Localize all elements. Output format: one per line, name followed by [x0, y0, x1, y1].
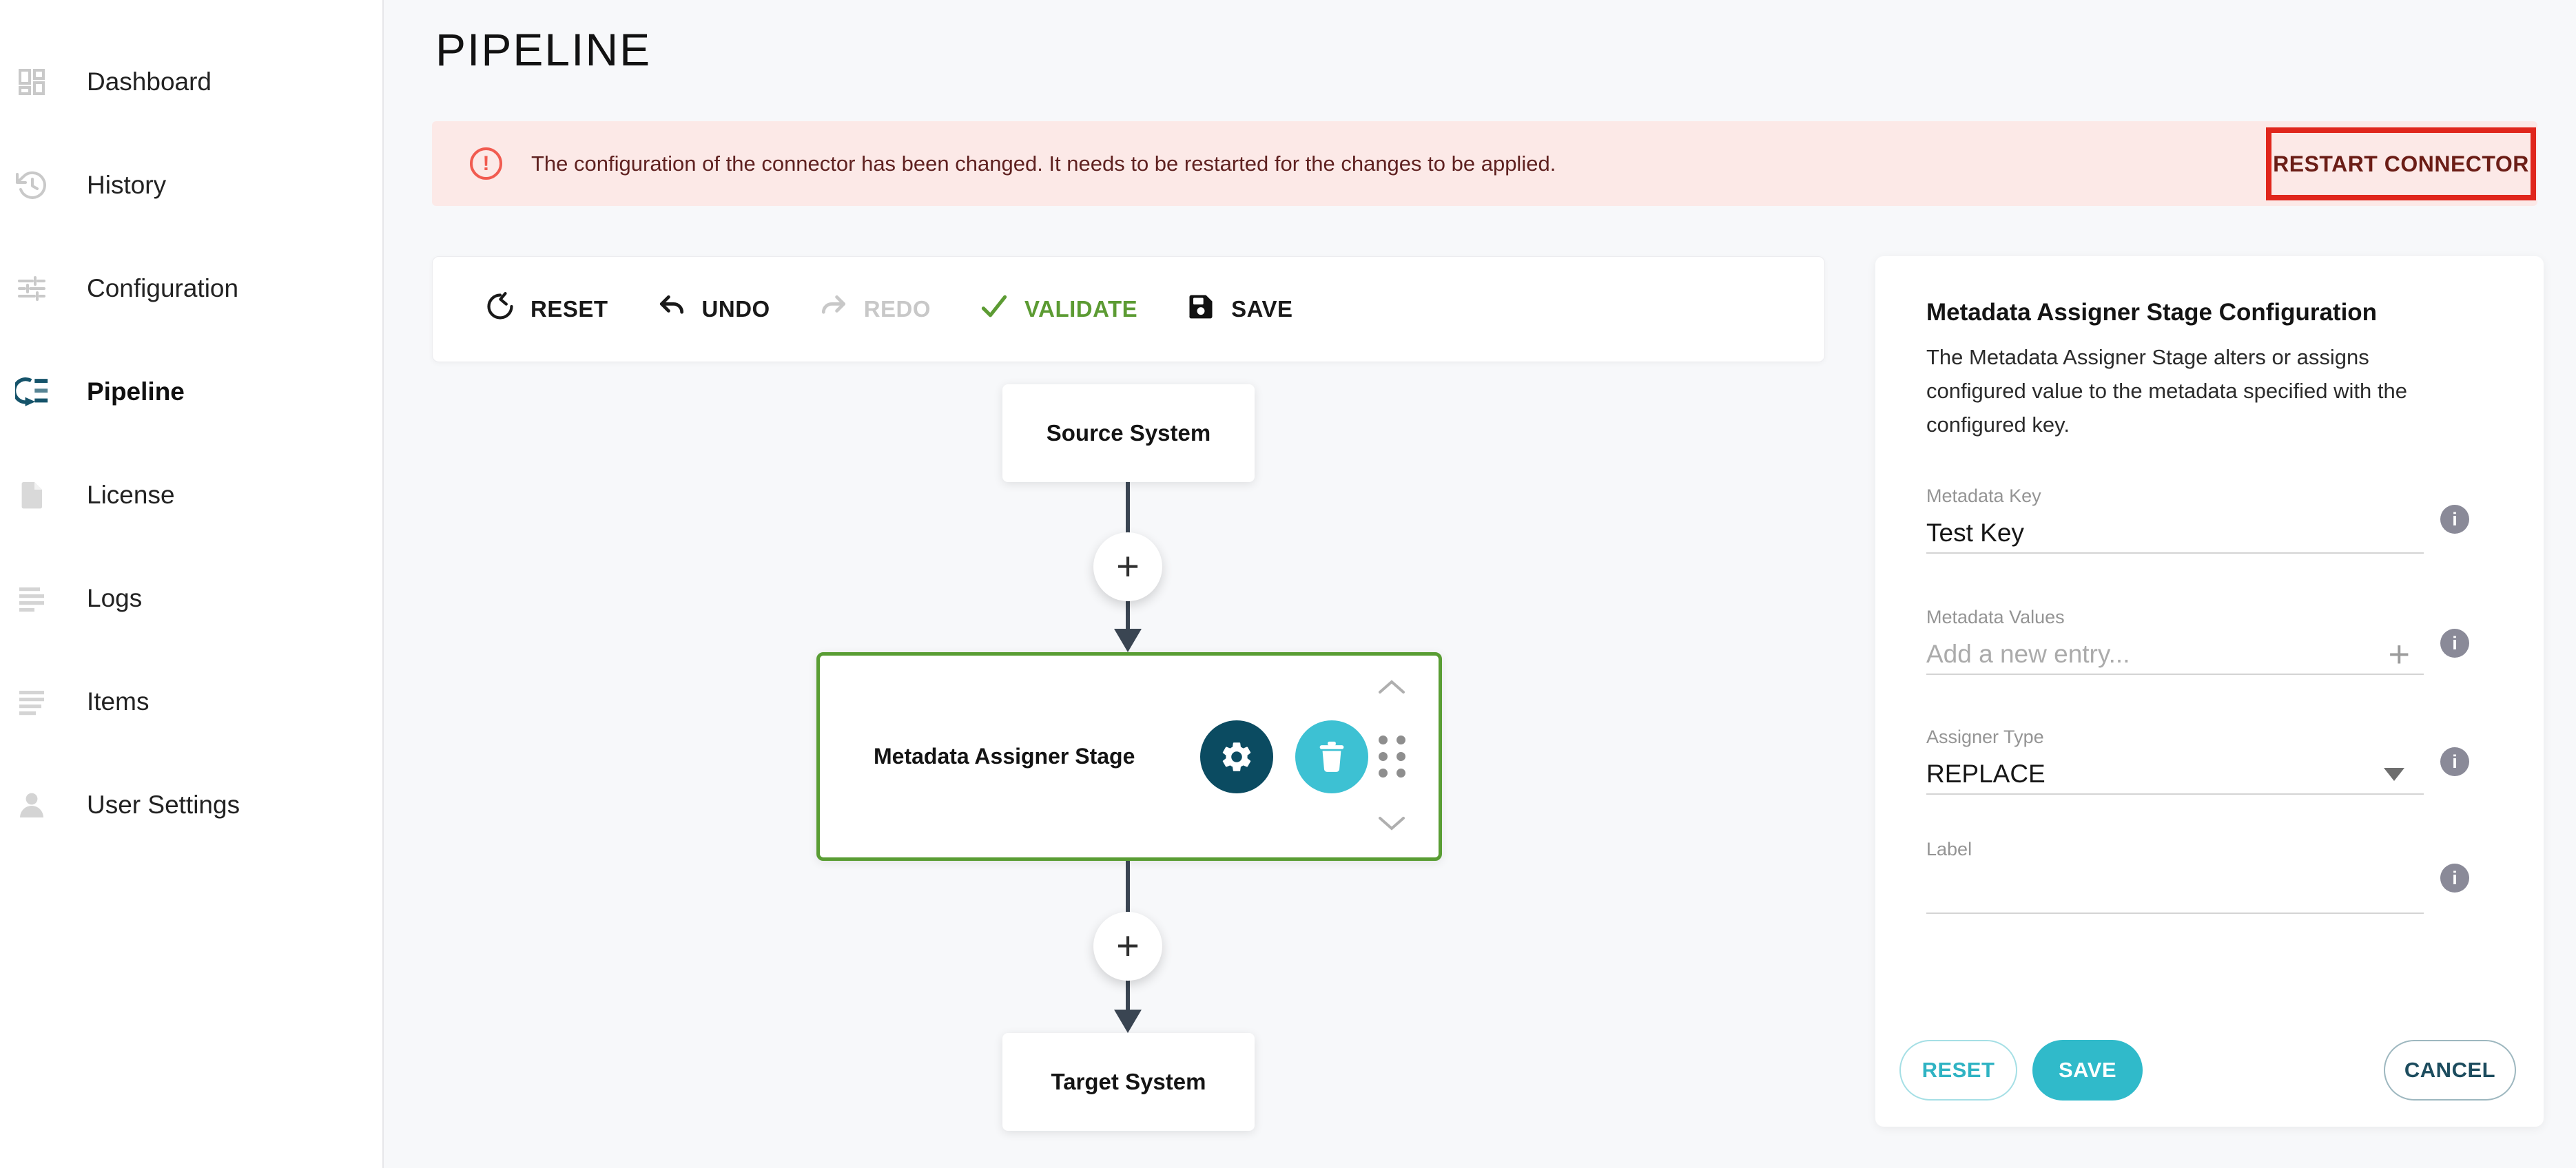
stage-delete-button[interactable]	[1295, 720, 1369, 793]
sidebar-item-label: Items	[87, 687, 150, 716]
sidebar-item-items[interactable]: Items	[0, 650, 382, 753]
source-system-node[interactable]: Source System	[1002, 384, 1255, 482]
sidebar-item-label: Dashboard	[87, 67, 212, 96]
metadata-values-label: Metadata Values	[1926, 607, 2065, 627]
reset-button[interactable]: RESET	[485, 291, 608, 327]
metadata-values-input[interactable]	[1926, 640, 2340, 669]
panel-save-button[interactable]: SAVE	[2032, 1040, 2143, 1101]
stage-config-panel: Metadata Assigner Stage Configuration Th…	[1875, 256, 2544, 1127]
undo-icon	[657, 291, 687, 327]
assigner-type-label: Assigner Type	[1926, 727, 2044, 747]
stage-reorder-controls	[1376, 678, 1408, 836]
sidebar-item-label: Configuration	[87, 274, 239, 302]
warning-banner: ! The configuration of the connector has…	[432, 121, 2537, 206]
sidebar-item-dashboard[interactable]: Dashboard	[0, 30, 382, 134]
sidebar-item-logs[interactable]: Logs	[0, 547, 382, 650]
gear-icon	[1223, 742, 1251, 771]
trash-icon	[1320, 741, 1344, 772]
plus-icon: +	[1116, 544, 1140, 589]
sidebar-item-label: Logs	[87, 584, 143, 612]
check-icon	[979, 291, 1009, 327]
sidebar-item-history[interactable]: History	[0, 134, 382, 237]
alert-circle-icon: !	[470, 147, 502, 180]
plus-icon: +	[1116, 924, 1140, 968]
label-field-label: Label	[1926, 839, 1972, 859]
label-input[interactable]	[1926, 875, 2340, 904]
add-stage-button-top[interactable]: +	[1093, 532, 1162, 601]
sidebar-item-label: User Settings	[87, 791, 240, 819]
chevron-down-icon[interactable]	[1376, 815, 1408, 836]
pipeline-toolbar: RESET UNDO REDO VALIDATE	[432, 256, 1825, 362]
validate-button[interactable]: VALIDATE	[979, 291, 1137, 327]
sidebar-item-label: Pipeline	[87, 377, 185, 406]
metadata-assigner-stage-node[interactable]: Metadata Assigner Stage	[816, 652, 1442, 861]
info-icon[interactable]: i	[2440, 864, 2469, 893]
redo-icon	[818, 291, 849, 327]
pipeline-icon	[15, 375, 48, 408]
redo-button[interactable]: REDO	[818, 291, 931, 327]
panel-description: The Metadata Assigner Stage alters or as…	[1926, 345, 2407, 437]
sidebar-item-label: History	[87, 171, 167, 199]
stage-settings-button[interactable]	[1200, 720, 1274, 793]
arrowhead-icon	[1114, 629, 1142, 652]
sidebar-item-license[interactable]: License	[0, 444, 382, 547]
dashboard-icon	[15, 65, 48, 98]
banner-message: The configuration of the connector has b…	[531, 151, 1556, 176]
info-icon[interactable]: i	[2440, 747, 2469, 776]
metadata-key-input[interactable]	[1926, 519, 2340, 548]
reset-icon	[485, 291, 515, 327]
info-icon[interactable]: i	[2440, 629, 2469, 658]
metadata-key-field: Metadata Key i	[1926, 486, 2469, 554]
panel-cancel-button[interactable]: CANCEL	[2384, 1040, 2516, 1101]
drag-handle[interactable]	[1378, 736, 1405, 778]
assigner-type-value: REPLACE	[1926, 760, 2046, 788]
user-icon	[15, 789, 48, 822]
target-system-node[interactable]: Target System	[1002, 1033, 1255, 1131]
chevron-up-icon[interactable]	[1376, 678, 1408, 699]
logs-icon	[15, 582, 48, 615]
sidebar-item-pipeline[interactable]: Pipeline	[0, 340, 382, 444]
arrowhead-icon	[1114, 1010, 1142, 1033]
undo-button[interactable]: UNDO	[657, 291, 770, 327]
sidebar: Dashboard History Configuration	[0, 0, 384, 1168]
info-icon[interactable]: i	[2440, 505, 2469, 534]
page-title: PIPELINE	[435, 24, 652, 75]
save-button[interactable]: SAVE	[1186, 291, 1292, 327]
stage-label: Metadata Assigner Stage	[874, 744, 1135, 769]
sidebar-item-user-settings[interactable]: User Settings	[0, 753, 382, 857]
metadata-key-label: Metadata Key	[1926, 486, 2041, 506]
dropdown-caret-icon	[2384, 767, 2404, 781]
items-icon	[15, 685, 48, 718]
panel-reset-button[interactable]: RESET	[1899, 1040, 2017, 1101]
panel-title: Metadata Assigner Stage Configuration	[1926, 299, 2378, 326]
label-field: Label i	[1926, 839, 2469, 914]
assigner-type-field: Assigner Type REPLACE i	[1926, 727, 2469, 795]
restart-connector-button[interactable]: RESTART CONNECTOR	[2266, 127, 2536, 200]
assigner-type-select[interactable]: REPLACE	[1926, 755, 2424, 795]
sidebar-item-label: License	[87, 481, 175, 509]
metadata-values-field: Metadata Values + i	[1926, 607, 2469, 675]
history-icon	[15, 169, 48, 202]
add-stage-button-bottom[interactable]: +	[1093, 912, 1162, 981]
license-icon	[15, 479, 48, 512]
panel-buttons: RESET SAVE CANCEL	[1899, 1040, 2516, 1101]
configuration-icon	[15, 272, 48, 305]
sidebar-item-configuration[interactable]: Configuration	[0, 237, 382, 340]
save-icon	[1186, 291, 1216, 327]
add-entry-plus-icon[interactable]: +	[2388, 634, 2410, 675]
